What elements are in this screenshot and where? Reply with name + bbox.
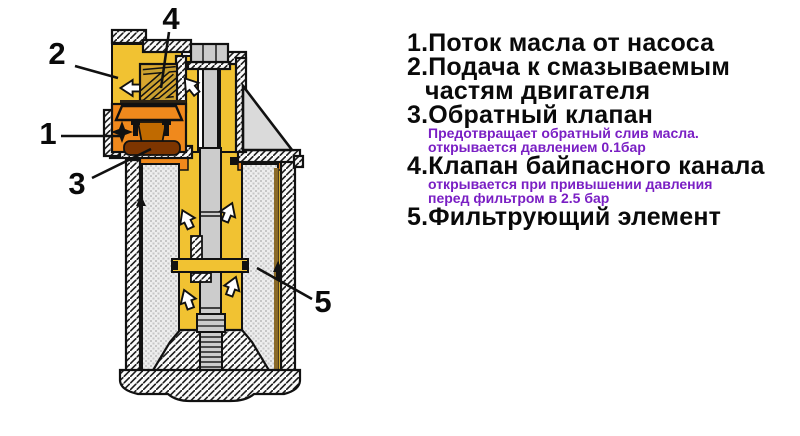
- center-tube-group: [171, 65, 249, 333]
- tube-collar: [196, 313, 226, 333]
- legend-item-4: 4.Клапан байпасного канала: [407, 152, 765, 180]
- legend-item-4-note-1: открывается при привышении давления: [428, 176, 713, 192]
- legend-item-3-note-1: Предотвращает обратный слив масла.: [428, 125, 699, 141]
- inlet-star-marker: [111, 121, 133, 143]
- canister-bottom: [118, 368, 302, 403]
- legend: 1.Поток масла от насоса 2.Подача к смазы…: [407, 29, 799, 231]
- head-cap-left: [110, 28, 148, 45]
- leader-line-3: [91, 147, 152, 180]
- callout-5: 5: [314, 284, 331, 319]
- valve-clamps: [131, 120, 171, 136]
- valve-cap: [114, 104, 184, 122]
- mounting-bracket: [241, 82, 295, 152]
- legend-item-1: 1.Поток масла от насоса: [407, 29, 715, 57]
- center-tube: [199, 147, 222, 333]
- callout-4: 4: [162, 1, 180, 36]
- threaded-fitting: [199, 331, 223, 373]
- bypass-valve: [120, 62, 186, 110]
- legend-item-2-cont: частям двигателя: [425, 77, 651, 105]
- callout-2: 2: [48, 36, 65, 71]
- bolt-shaft: [202, 65, 219, 155]
- canister-wall-right: [279, 158, 297, 374]
- canister-lip-right: [292, 154, 305, 169]
- valve-disc: [123, 140, 181, 156]
- legend-item-2: 2.Подача к смазываемым: [407, 53, 731, 81]
- flange-plate: [171, 258, 249, 273]
- element-flow-marks: [136, 195, 283, 280]
- leader-line-4: [159, 31, 171, 89]
- tube-retainer-foot: [190, 272, 212, 283]
- mounting-bolt-head: [189, 42, 230, 64]
- leader-line-2: [74, 64, 119, 80]
- callout-1: 1: [39, 116, 56, 151]
- leader-line-5: [256, 266, 313, 301]
- legend-item-3-note-2: открывается давлением 0.1бар: [428, 138, 646, 155]
- legend-item-4-note-2: перед фильтром в 2.5 бар: [428, 189, 610, 206]
- canister-shoulder-right: [236, 148, 302, 164]
- legend-item-5: 5.Фильтрующий элемент: [407, 203, 722, 231]
- legend-item-3: 3.Обратный клапан: [407, 101, 654, 129]
- callout-3: 3: [68, 166, 85, 201]
- leader-lines: [61, 31, 313, 301]
- canister-wall-left: [124, 158, 142, 374]
